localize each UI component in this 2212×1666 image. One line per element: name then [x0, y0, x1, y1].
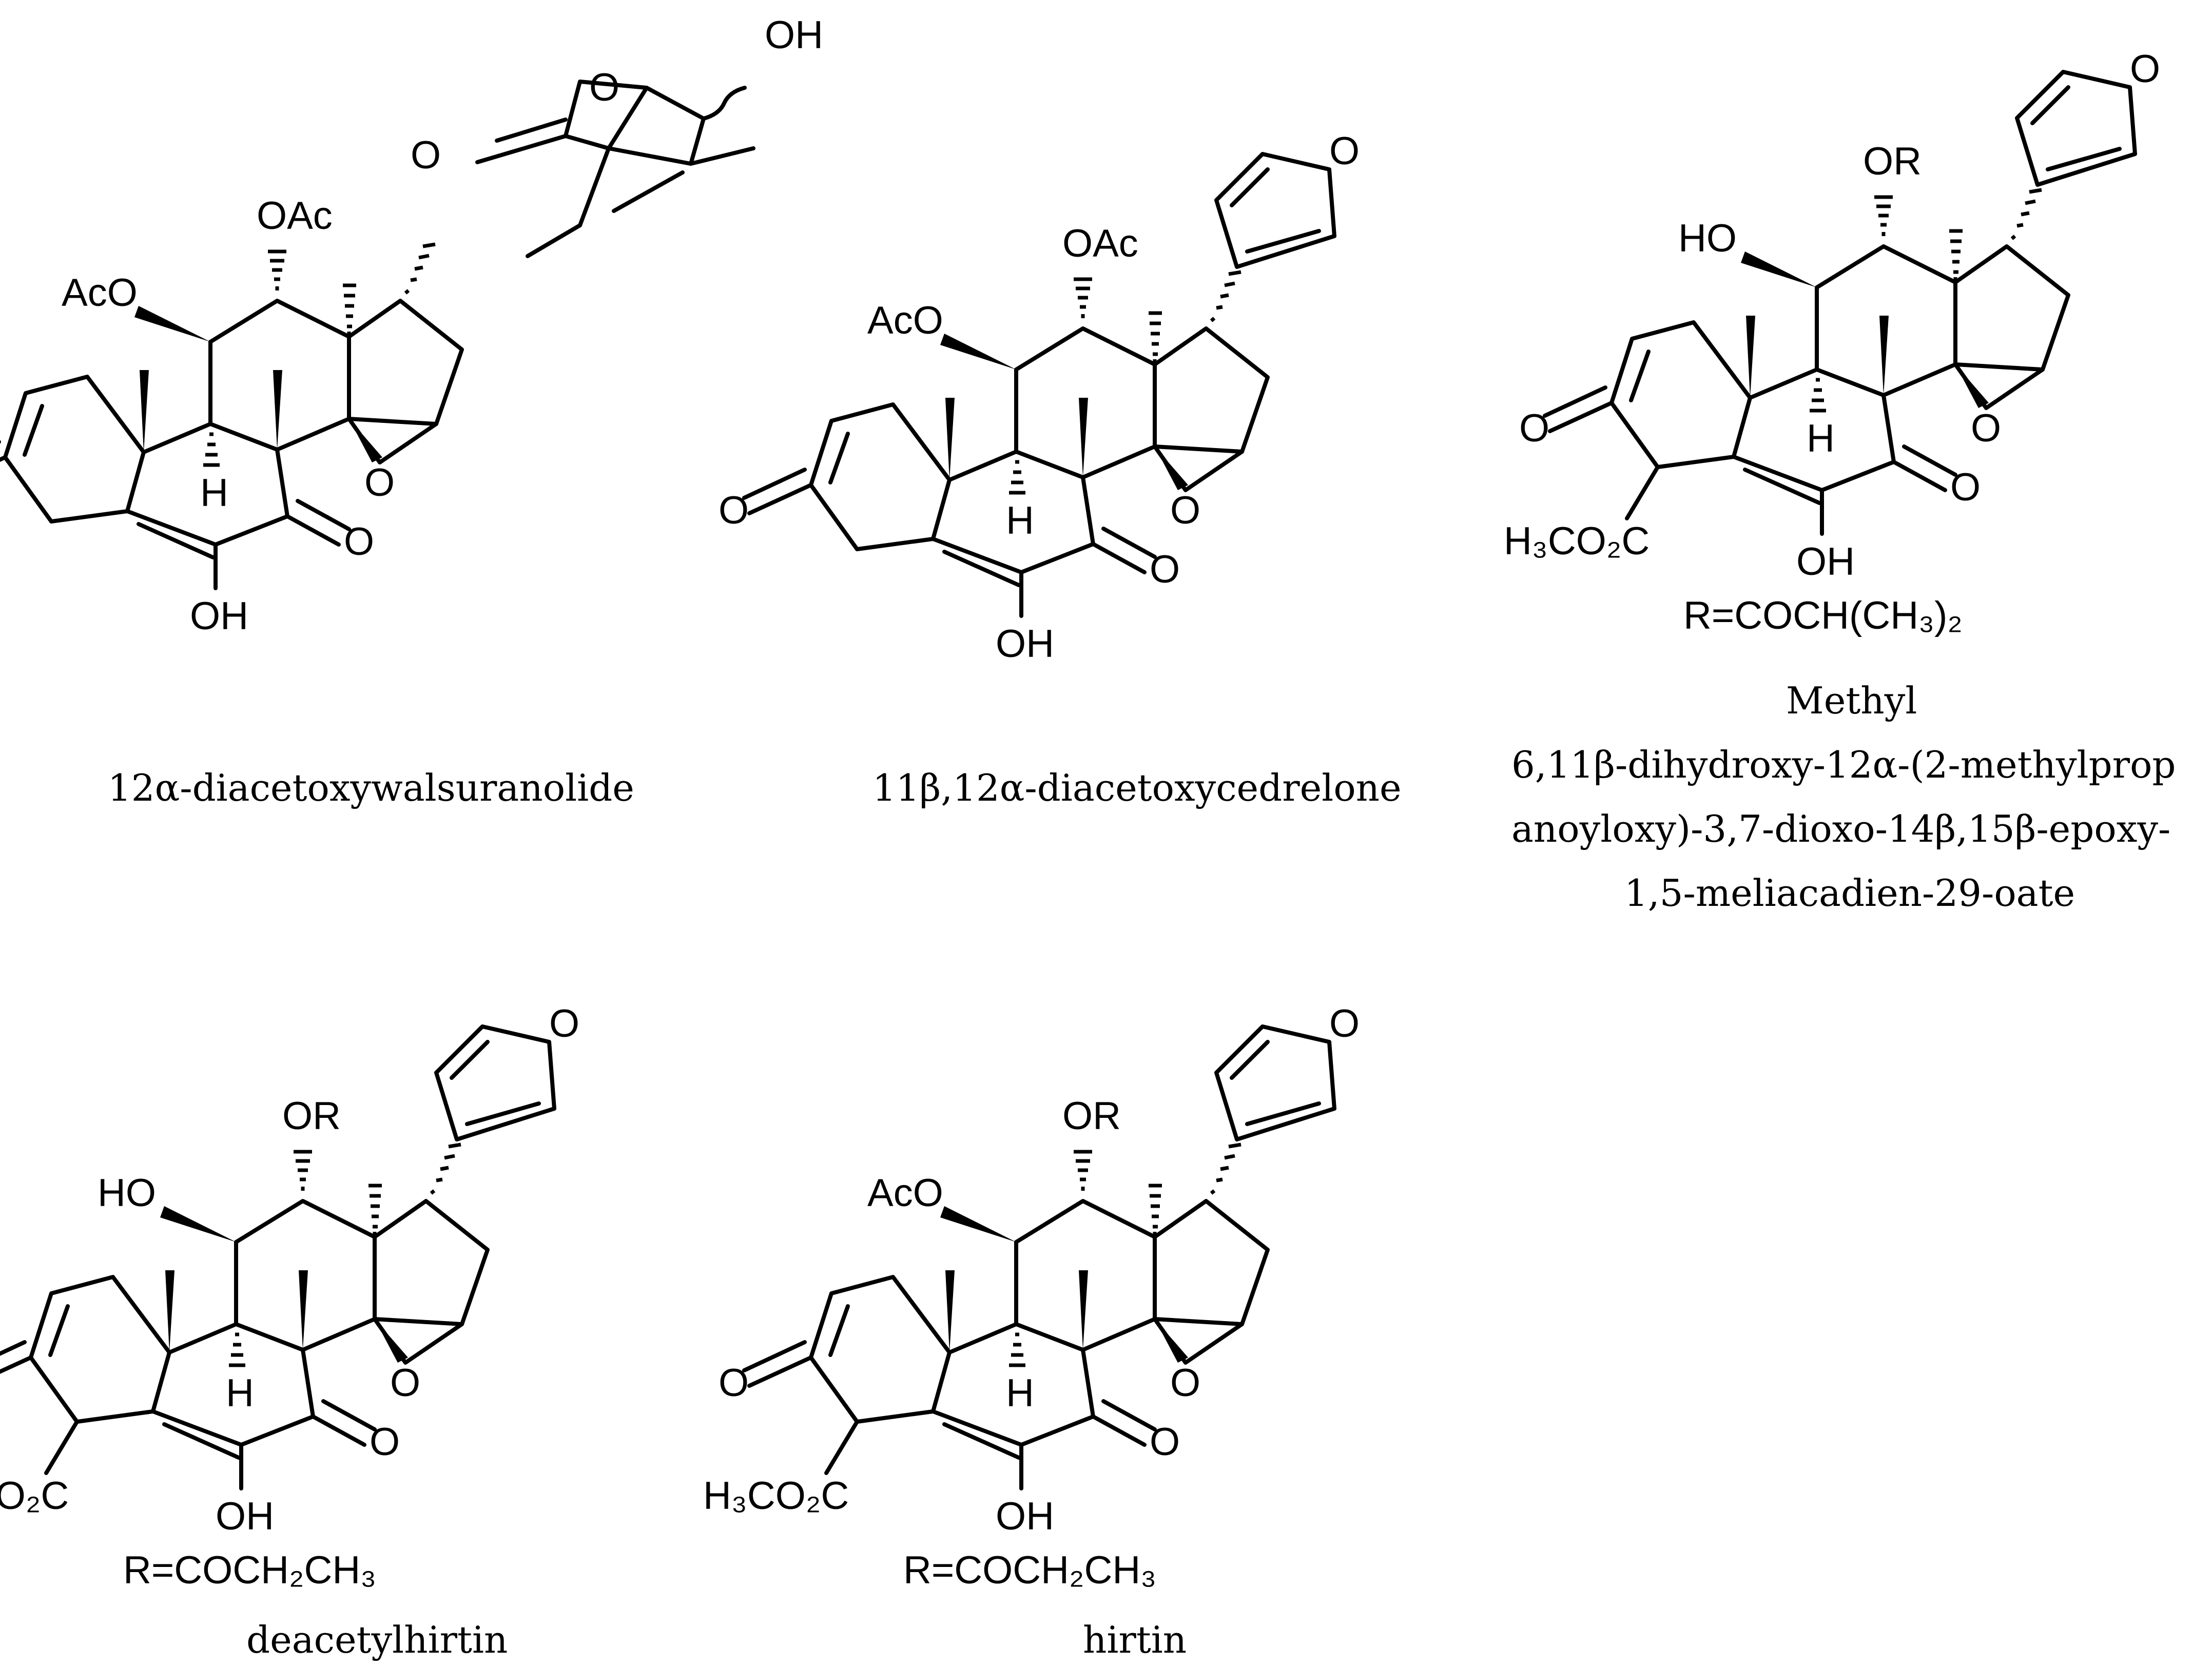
c1-oh6: OH	[190, 594, 248, 638]
caption-compound-3-line-3: anoyloxy)-3,7-dioxo-14β,15β-epoxy-	[1511, 807, 2170, 850]
caption-compound-2: 11β,12α-diacetoxycedrelone	[872, 766, 1402, 809]
c5-oh6: OH	[996, 1495, 1054, 1538]
c2-o7: O	[1150, 548, 1180, 591]
structure-methyl-meliacadienoate: O OR HO H O O O OH H₃CO₂C R=COCH(CH₃)₂	[1504, 47, 2160, 637]
c1-o7: O	[344, 520, 374, 564]
caption-compound-3-line-1: Methyl	[1786, 679, 1917, 722]
c3-furan-o: O	[2130, 47, 2160, 91]
c4-or12: OR	[282, 1094, 341, 1138]
c1-oac11: AcO	[62, 271, 138, 315]
c3-ester: H₃CO₂C	[1504, 519, 1650, 563]
c1-oac12: OAc	[257, 194, 333, 238]
structure-1-core: OAc AcO H O O O OH	[0, 194, 462, 638]
c2-furan-o: O	[1329, 129, 1360, 173]
caption-compound-5: hirtin	[1083, 1618, 1187, 1661]
c5-ester: H₃CO₂C	[703, 1474, 849, 1518]
c2-oac12: OAc	[1062, 222, 1138, 265]
lactone-ring: O O OH	[411, 13, 823, 258]
c2-oac11: AcO	[867, 299, 943, 342]
c4-r-group: R=COCH₂CH₃	[123, 1548, 376, 1592]
c2-oh6: OH	[996, 622, 1054, 666]
c4-o7: O	[370, 1420, 400, 1464]
c1-h9: H	[200, 471, 228, 515]
lactone-carbonyl-oxygen: O	[411, 133, 441, 177]
c5-or12: OR	[1062, 1094, 1121, 1138]
structure-deacetylhirtin: O OR HO H O O O OH H₃CO₂C R=COCH₂CH₃	[0, 1002, 579, 1592]
c5-h9: H	[1006, 1371, 1034, 1415]
c5-oac11: AcO	[867, 1171, 943, 1215]
c4-o15: O	[390, 1361, 420, 1405]
c3-o15: O	[1971, 406, 2001, 450]
caption-compound-4: deacetylhirtin	[246, 1618, 508, 1661]
c2-h9: H	[1006, 499, 1034, 543]
c2-o3: O	[719, 489, 749, 532]
caption-compound-3-line-2: 6,11β-dihydroxy-12α-(2-methylprop	[1511, 743, 2176, 786]
c3-ho11: HO	[1678, 217, 1737, 260]
c5-o15: O	[1170, 1361, 1200, 1405]
c5-r-group: R=COCH₂CH₃	[903, 1548, 1156, 1592]
c4-h9: H	[226, 1371, 254, 1415]
c5-o7: O	[1150, 1420, 1180, 1464]
caption-compound-1: 12α-diacetoxywalsuranolide	[108, 766, 634, 809]
c3-h9: H	[1807, 417, 1835, 460]
structure-hirtin: O OR AcO H O O O OH H₃CO₂C R=COCH₂CH₃	[703, 1002, 1360, 1592]
c4-ester: H₃CO₂C	[0, 1474, 69, 1518]
c1-o15: O	[364, 461, 395, 505]
lactone-hydroxyl: OH	[765, 13, 823, 57]
c4-oh6: OH	[216, 1495, 274, 1538]
caption-compound-3-line-4: 1,5-meliacadien-29-oate	[1624, 871, 2075, 915]
lactone-ring-oxygen: O	[589, 66, 619, 109]
c4-furan-o: O	[549, 1002, 579, 1045]
c3-o7: O	[1950, 466, 1981, 509]
c3-or12: OR	[1863, 140, 1922, 183]
c3-oh6: OH	[1796, 540, 1855, 584]
c5-o3: O	[719, 1361, 749, 1405]
c4-ho11: HO	[98, 1171, 156, 1215]
c3-o3: O	[1519, 406, 1549, 450]
c3-r-group: R=COCH(CH₃)₂	[1683, 594, 1963, 637]
structure-12a-diacetoxywalsuranolide: O O OH	[411, 13, 823, 258]
c5-furan-o: O	[1329, 1002, 1360, 1045]
structure-11b12a-diacetoxycedrelone: O OAc AcO H O O O OH	[719, 129, 1360, 666]
c2-o15: O	[1170, 489, 1200, 532]
